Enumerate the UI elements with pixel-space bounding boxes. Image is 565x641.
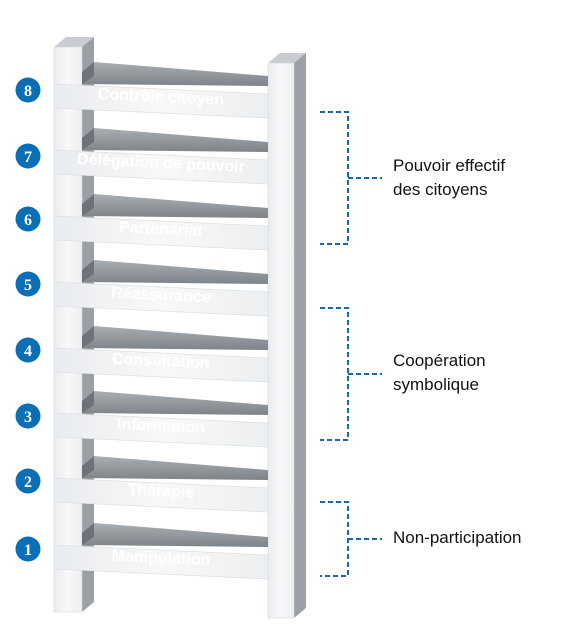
rung-label: Réassurance: [111, 285, 211, 307]
rung-number-badge: 5: [15, 271, 41, 297]
rung-label: Contrôle citoyen: [97, 86, 224, 109]
rung-number-badge: 7: [15, 143, 41, 169]
group-bracket: [320, 501, 382, 577]
ladder-rung: Réassurance: [53, 260, 269, 317]
ladder-rung: Partenariat: [53, 194, 269, 251]
ladder-rung: Délégation de pouvoir: [53, 128, 269, 185]
rung-number: 6: [24, 212, 32, 229]
group-label-line: Pouvoir effectif: [393, 156, 506, 175]
rung-label: Thérapie: [127, 481, 195, 501]
rung-number: 1: [24, 542, 32, 559]
group-bracket: [320, 307, 382, 441]
rung-label: Manipulation: [111, 548, 210, 570]
ladder-rung: Contrôle citoyen: [53, 62, 269, 119]
ladder-rail-right: [267, 53, 306, 619]
group-label-line: des citoyens: [393, 180, 488, 199]
rung-number-badge: 1: [15, 536, 41, 562]
group-bracket: [320, 111, 382, 245]
rung-number: 5: [24, 277, 32, 294]
rung-number: 4: [24, 343, 32, 360]
rung-number-badge: 8: [15, 77, 41, 103]
rung-number: 2: [24, 474, 32, 491]
ladder-rung: Manipulation: [53, 523, 269, 580]
group-label-line: Non-participation: [393, 528, 522, 547]
rung-label: Information: [117, 416, 206, 437]
ladder-rung: Consultation: [53, 326, 269, 383]
rung-number: 3: [24, 409, 32, 426]
group-label-cooperation-symbolique: Coopération symbolique: [393, 349, 486, 397]
rung-number-badge: 2: [15, 468, 41, 494]
ladder-rung: Thérapie: [53, 456, 269, 513]
rung-label: Partenariat: [119, 219, 204, 240]
rung-number-badge: 4: [15, 337, 41, 363]
group-label-non-participation: Non-participation: [393, 526, 522, 550]
group-label-line: symbolique: [393, 375, 479, 394]
rung-number: 7: [24, 149, 32, 166]
group-label-pouvoir-effectif: Pouvoir effectif des citoyens: [393, 154, 505, 202]
rung-label: Consultation: [112, 351, 210, 373]
rung-number-badge: 6: [15, 206, 41, 232]
group-label-line: Coopération: [393, 351, 486, 370]
rung-number-badge: 3: [15, 403, 41, 429]
ladder-rung: Information: [53, 391, 269, 448]
rung-number: 8: [24, 83, 32, 100]
